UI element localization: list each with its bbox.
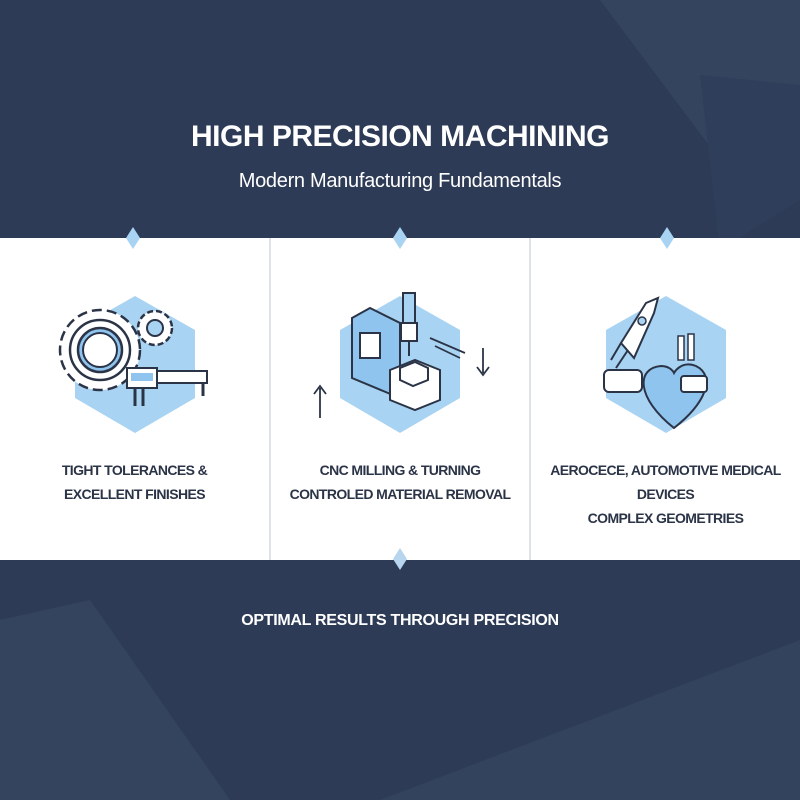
cnc-machine-icon bbox=[313, 292, 490, 433]
diamond-marker bbox=[660, 227, 674, 249]
panel-caption: TIGHT TOLERANCES &EXCELLENT FINISHES bbox=[61, 462, 208, 502]
divider bbox=[529, 238, 531, 560]
feature-band: TIGHT TOLERANCES &EXCELLENT FINISHES CNC… bbox=[0, 238, 800, 560]
divider bbox=[269, 238, 271, 560]
panel-tolerances: TIGHT TOLERANCES &EXCELLENT FINISHES bbox=[0, 238, 269, 560]
page-subtitle: Modern Manufacturing Fundamentals bbox=[238, 170, 562, 192]
diamond-marker bbox=[393, 548, 407, 570]
diamond-marker bbox=[393, 227, 407, 249]
gears-caliper-icon bbox=[58, 296, 208, 433]
rocket-car-heart-icon bbox=[602, 296, 726, 433]
diamond-marker bbox=[126, 227, 140, 249]
page-title: HIGH PRECISION MACHINING bbox=[190, 120, 610, 153]
footer-text: OPTIMAL RESULTS THROUGH PRECISION bbox=[241, 612, 559, 629]
